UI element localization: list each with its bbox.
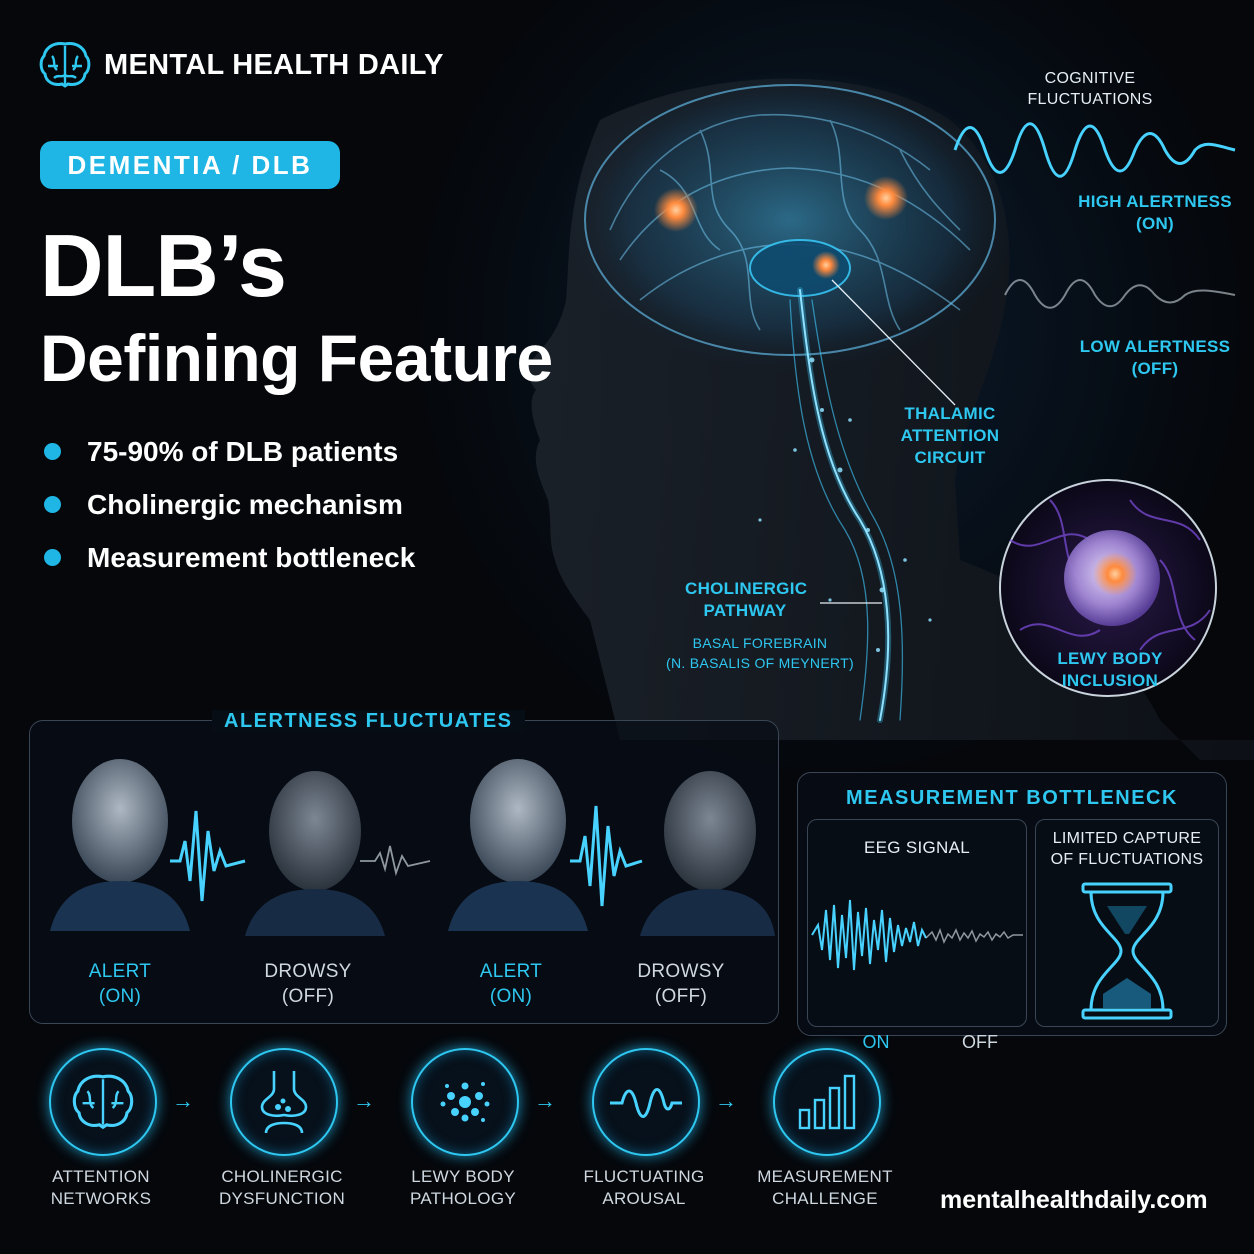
eeg-on-label: ON: [862, 1032, 890, 1052]
neuron-glow: [864, 176, 908, 220]
low-alertness-label: LOW ALERTNESS(OFF): [1079, 337, 1231, 378]
face-alert: [448, 759, 588, 931]
state-alert: ALERT(ON): [479, 961, 543, 1007]
bar-chart-icon: [798, 1074, 856, 1130]
brand: MENTAL HEALTH DAILY: [38, 40, 444, 90]
alertness-title: ALERTNESS FLUCTUATES: [212, 710, 525, 733]
bullet-item: Measurement bottleneck: [44, 531, 415, 584]
alertness-illustrations: [50, 759, 775, 936]
flow-step-attention: [49, 1048, 157, 1156]
face-alert: [50, 759, 190, 931]
bullet-dot-icon: [44, 549, 61, 566]
state-alert: ALERT(ON): [88, 961, 152, 1007]
cognitive-wave: [953, 122, 1236, 178]
eeg-box: EEG SIGNAL ON OFF: [807, 819, 1027, 1052]
page-subtitle: Defining Feature: [40, 321, 553, 395]
state-drowsy: DROWSY(OFF): [264, 961, 352, 1007]
bullet-list: 75-90% of DLB patients Cholinergic mecha…: [44, 425, 415, 584]
alert-wave: [170, 810, 246, 902]
flow-arrow-icon: →: [172, 1088, 194, 1113]
bullet-dot-icon: [44, 443, 61, 460]
flow-step-cholinergic: [230, 1048, 338, 1156]
lewy-body-circle: [999, 479, 1217, 697]
page-title: DLB’s: [40, 216, 287, 315]
state-drowsy: DROWSY(OFF): [637, 961, 725, 1007]
bullet-item: Cholinergic mechanism: [44, 478, 415, 531]
flow-step-measurement: [773, 1048, 881, 1156]
neuron-glow: [654, 188, 698, 232]
alert-wave: [570, 805, 643, 907]
measurement-title: MEASUREMENT BOTTLENECK: [846, 787, 1178, 809]
flow-arrow-icon: →: [353, 1088, 375, 1113]
alertness-panel: ALERTNESS FLUCTUATES: [29, 710, 779, 1024]
flow-step-arousal: [592, 1048, 700, 1156]
flow-arrow-icon: →: [715, 1088, 737, 1113]
eeg-title: EEG SIGNAL: [864, 838, 970, 857]
website-link[interactable]: mentalhealthdaily.com: [940, 1186, 1208, 1214]
bullet-item: 75-90% of DLB patients: [44, 425, 415, 478]
hourglass-icon: [1081, 882, 1173, 1020]
measurement-panel: MEASUREMENT BOTTLENECK EEG SIGNAL ON OFF…: [797, 772, 1227, 1052]
eeg-signal: [811, 899, 1023, 971]
neuron-glow: [812, 251, 840, 279]
protein-cluster-icon: [440, 1082, 490, 1122]
brain-icon: [39, 42, 91, 88]
drowsy-wave: [360, 845, 431, 877]
wave-icon: [610, 1088, 682, 1118]
eeg-off-label: OFF: [962, 1032, 998, 1052]
brand-name: MENTAL HEALTH DAILY: [104, 48, 444, 81]
flow-arrow-icon: →: [534, 1088, 556, 1113]
face-drowsy: [640, 771, 775, 936]
face-drowsy: [245, 771, 385, 936]
basal-forebrain-label: BASAL FOREBRAIN(N. BASALIS OF MEYNERT): [666, 635, 854, 671]
bullet-dot-icon: [44, 496, 61, 513]
brain-icon: [72, 1074, 134, 1130]
flow-step-lewy: [411, 1048, 519, 1156]
high-alertness-label: HIGH ALERTNESS(ON): [1078, 192, 1232, 233]
category-badge: DEMENTIA / DLB: [40, 141, 340, 189]
synapse-icon: [260, 1071, 308, 1134]
low-alertness-wave: [1004, 279, 1236, 309]
